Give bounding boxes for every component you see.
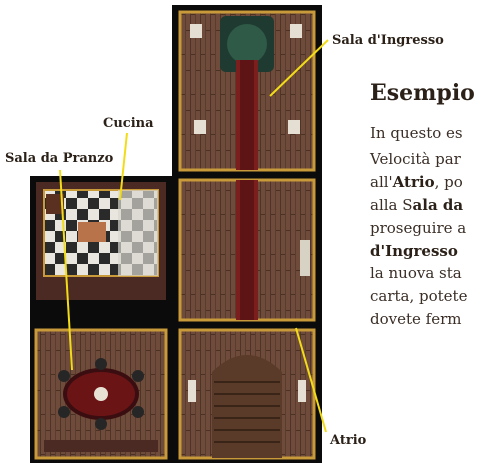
label-entrance-hall: Sala d'Ingresso <box>332 33 444 48</box>
body-line-6: d'Ingresso <box>370 242 458 260</box>
body-line-9: dovete ferm <box>370 310 462 328</box>
body-line-1: In questo es <box>370 124 463 142</box>
tile-entrance-hall <box>178 10 316 172</box>
tile-foyer <box>178 328 316 460</box>
tile-dining-room <box>34 328 168 460</box>
example-heading: Esempio <box>370 80 475 106</box>
body-line-4: alla Sala da <box>370 196 464 214</box>
body-line-7: la nuova sta <box>370 264 462 282</box>
tile-kitchen <box>36 182 166 300</box>
tile-corridor <box>178 178 316 322</box>
body-line-2: Velocità par <box>370 150 461 168</box>
callout-lines <box>59 39 329 433</box>
label-dining-room: Sala da Pranzo <box>5 151 114 166</box>
body-line-8: carta, potete <box>370 287 468 305</box>
body-line-3: all'Atrio, po <box>370 173 463 191</box>
label-kitchen: Cucina <box>103 116 154 131</box>
body-line-5: proseguire a <box>370 219 467 237</box>
label-foyer: Atrio <box>330 433 367 448</box>
